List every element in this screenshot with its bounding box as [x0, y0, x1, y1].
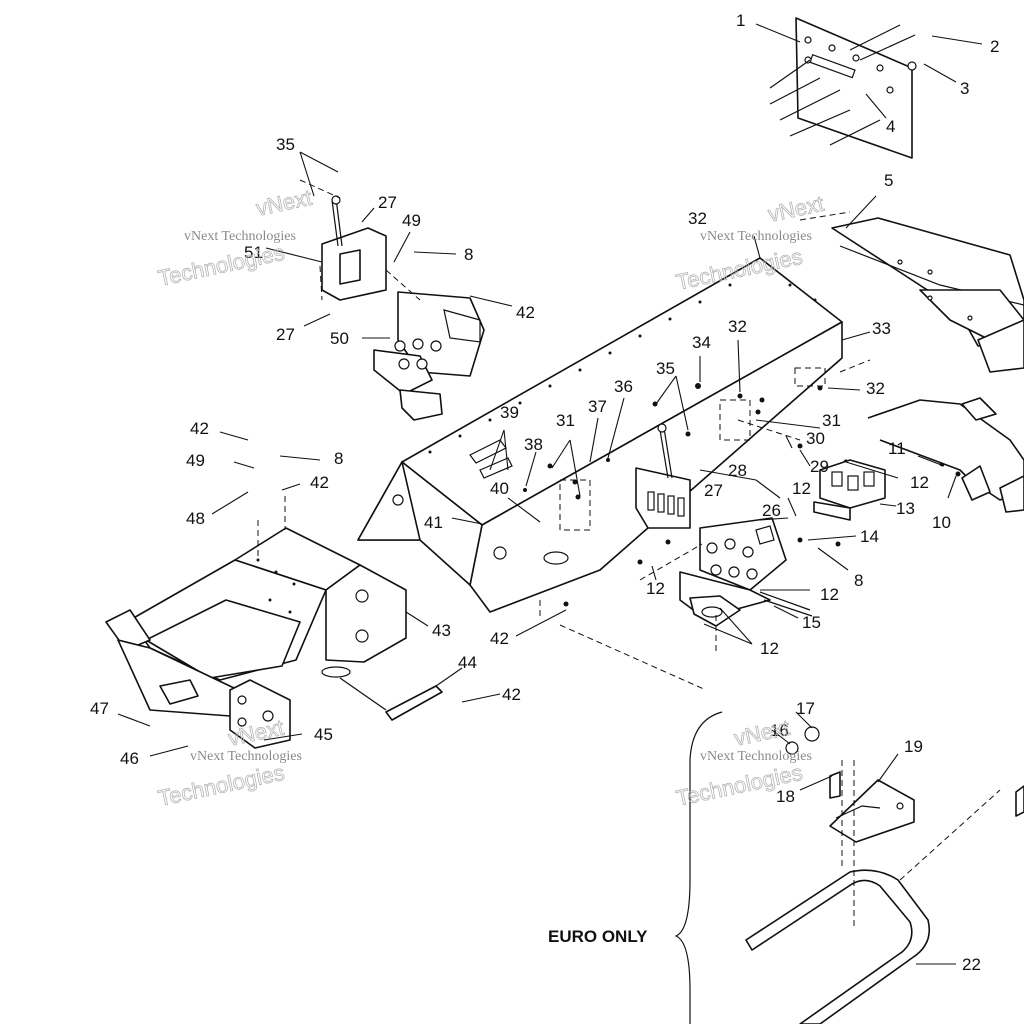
callout-43: 43: [432, 621, 451, 640]
part-5-rear-panel: [799, 211, 1024, 373]
main-tunnel-body: [357, 257, 843, 613]
callout-50: 50: [330, 329, 349, 348]
watermark-vnext: vNext: [732, 715, 792, 751]
euro-only-label: EURO ONLY: [548, 927, 648, 946]
bracket-assembly-center: [635, 423, 691, 529]
callout-34: 34: [692, 333, 711, 352]
callout-11: 11: [888, 439, 906, 458]
callout-13: 13: [896, 499, 915, 518]
callout-37: 37: [588, 397, 607, 416]
callout-40: 40: [490, 479, 509, 498]
callout-45: 45: [314, 725, 333, 744]
callout-5: 5: [884, 171, 893, 190]
callout-1: 1: [736, 11, 745, 30]
part-43-front-footwell: [105, 496, 407, 749]
watermark-vnext: vNext: [766, 191, 826, 227]
callout-8b: 8: [334, 449, 343, 468]
callout-27a: 27: [378, 193, 397, 212]
callout-29: 29: [810, 457, 829, 476]
callout-49b: 49: [402, 211, 421, 230]
leader-lines: [117, 23, 983, 965]
callout-32c: 32: [866, 379, 885, 398]
callout-14: 14: [860, 527, 879, 546]
callout-35b: 35: [656, 359, 675, 378]
part-44-strip: [339, 677, 443, 721]
callout-10: 10: [932, 513, 951, 532]
callout-42e: 42: [502, 685, 521, 704]
callout-16: 16: [770, 721, 789, 740]
callout-3: 3: [960, 79, 969, 98]
callout-27b: 27: [276, 325, 295, 344]
callout-19: 19: [904, 737, 923, 756]
callout-51: 51: [244, 243, 263, 262]
callout-42d: 42: [490, 629, 509, 648]
callout-49a: 49: [186, 451, 205, 470]
watermark-large: Technologies: [156, 240, 287, 291]
callout-8a: 8: [464, 245, 473, 264]
callout-35a: 35: [276, 135, 295, 154]
callout-32a: 32: [688, 209, 707, 228]
part-51-bracket-left-upper: [321, 195, 387, 301]
part-15-footrest-plate: [679, 517, 813, 627]
callout-36: 36: [614, 377, 633, 396]
callout-47: 47: [90, 699, 109, 718]
part-13-bracket: [813, 459, 886, 521]
watermarks: vNext vNext Technologies Technologies vN…: [155, 184, 826, 811]
assembly-lines: [299, 179, 871, 691]
right-side-rail: [867, 397, 1024, 513]
callout-28: 28: [728, 461, 747, 480]
callout-22: 22: [962, 955, 981, 974]
callout-12b: 12: [792, 479, 811, 498]
tunnel-rivets: [428, 283, 961, 607]
watermark-line: vNext Technologies: [184, 229, 296, 244]
euro-only-section: [674, 711, 1024, 1024]
part-1-plate: [769, 17, 917, 159]
callout-42c: 42: [310, 473, 329, 492]
callout-17: 17: [796, 699, 815, 718]
callout-38: 38: [524, 435, 543, 454]
callout-41: 41: [424, 513, 443, 532]
watermark-large: Technologies: [156, 760, 287, 811]
callout-15: 15: [802, 613, 821, 632]
callout-8c: 8: [854, 571, 863, 590]
part-50-bracket-plate: [373, 291, 485, 421]
callout-31b: 31: [822, 411, 841, 430]
callout-42a: 42: [516, 303, 535, 322]
callout-32b: 32: [728, 317, 747, 336]
watermark-line: vNext Technologies: [700, 229, 812, 244]
watermark-line: vNext Technologies: [700, 749, 812, 764]
callout-12d: 12: [820, 585, 839, 604]
callout-31a: 31: [556, 411, 575, 430]
callout-26: 26: [762, 501, 781, 520]
callout-42b: 42: [190, 419, 209, 438]
callout-39: 39: [500, 403, 519, 422]
callout-12e: 12: [760, 639, 779, 658]
callout-4: 4: [886, 117, 895, 136]
callout-33: 33: [872, 319, 891, 338]
callout-18: 18: [776, 787, 795, 806]
callout-labels: 1 2 3 4 5 8 8 8 10 11 12 12 12 12 12 13 …: [90, 11, 999, 974]
callout-2: 2: [990, 37, 999, 56]
callout-30: 30: [806, 429, 825, 448]
callout-44: 44: [458, 653, 477, 672]
callout-27c: 27: [704, 481, 723, 500]
watermark-vnext: vNext: [254, 185, 314, 221]
callout-46: 46: [120, 749, 139, 768]
callout-12a: 12: [910, 473, 929, 492]
watermark-line: vNext Technologies: [190, 749, 302, 764]
callout-12c: 12: [646, 579, 665, 598]
callout-48: 48: [186, 509, 205, 528]
